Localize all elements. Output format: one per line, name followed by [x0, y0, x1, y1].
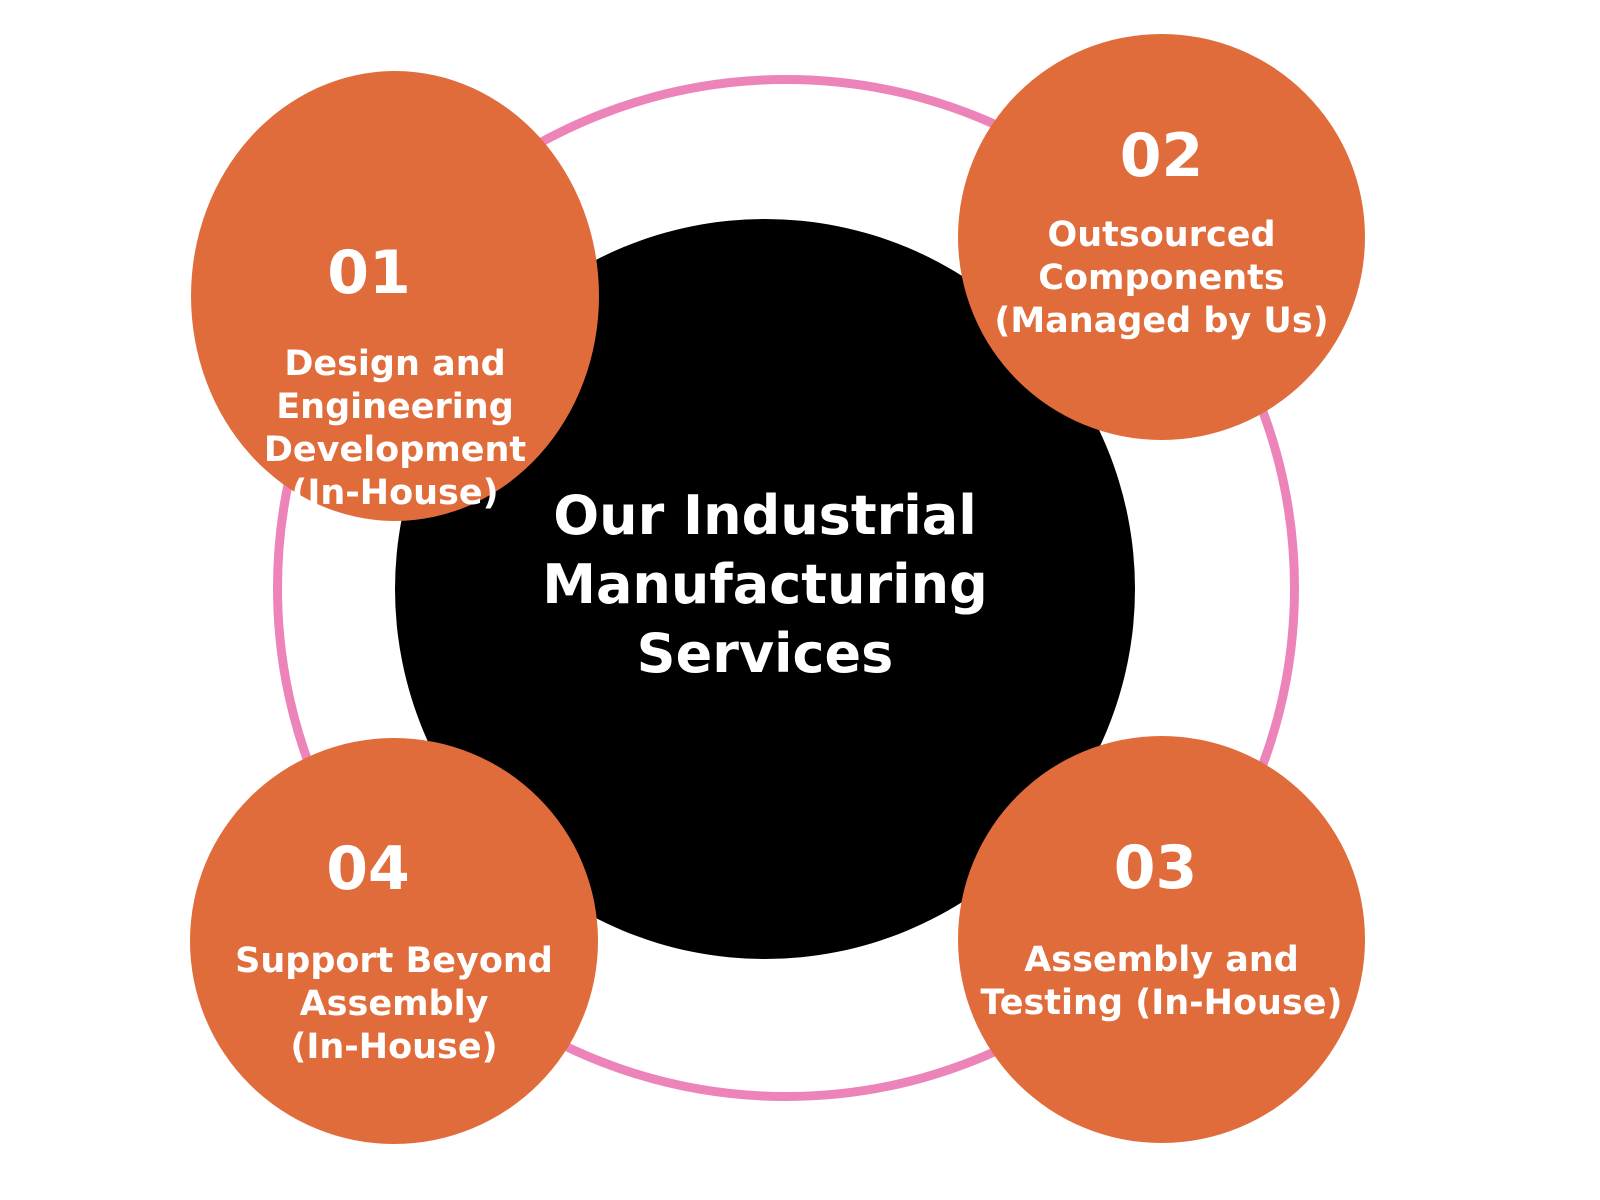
step-number: 01 [327, 238, 411, 308]
center-title-line: Services [636, 621, 894, 685]
step-label-line: Assembly and [1024, 940, 1299, 980]
center-title-line: Our Industrial [553, 483, 977, 547]
step-label-line: Engineering [276, 387, 514, 427]
step-label-line: Support Beyond [235, 941, 553, 981]
step-number: 03 [1113, 833, 1198, 903]
center-title-line: Manufacturing [542, 552, 988, 616]
step-label-line: Assembly [299, 984, 489, 1024]
center-title: Our Industrial Manufacturing Services [505, 481, 1025, 688]
step-label-line: Testing (In-House) [980, 983, 1343, 1023]
step-label: Support Beyond Assembly (In-House) [215, 940, 573, 1069]
step-node-04: 04 Support Beyond Assembly (In-House) [190, 738, 598, 1144]
step-node-01: 01 Design and Engineering Development (I… [191, 71, 599, 521]
outer-ring [273, 75, 1299, 1101]
step-label-line: Development [263, 430, 527, 470]
step-label-line: Outsourced [1047, 215, 1276, 255]
step-label-line: (In-House) [291, 473, 499, 513]
step-node-03: 03 Assembly and Testing (In-House) [958, 736, 1365, 1143]
step-number: 04 [326, 834, 410, 904]
step-label-line: Components [1038, 258, 1285, 298]
step-node-02: 02 Outsourced Components (Managed by Us) [958, 34, 1365, 440]
step-label-line: (In-House) [290, 1027, 498, 1067]
step-label-line: Design and [284, 344, 506, 384]
step-label-line: (Managed by Us) [994, 301, 1329, 341]
step-label: Outsourced Components (Managed by Us) [988, 214, 1335, 343]
step-label: Design and Engineering Development (In-H… [221, 343, 569, 515]
step-number: 02 [1119, 121, 1204, 191]
step-label: Assembly and Testing (In-House) [978, 939, 1345, 1025]
